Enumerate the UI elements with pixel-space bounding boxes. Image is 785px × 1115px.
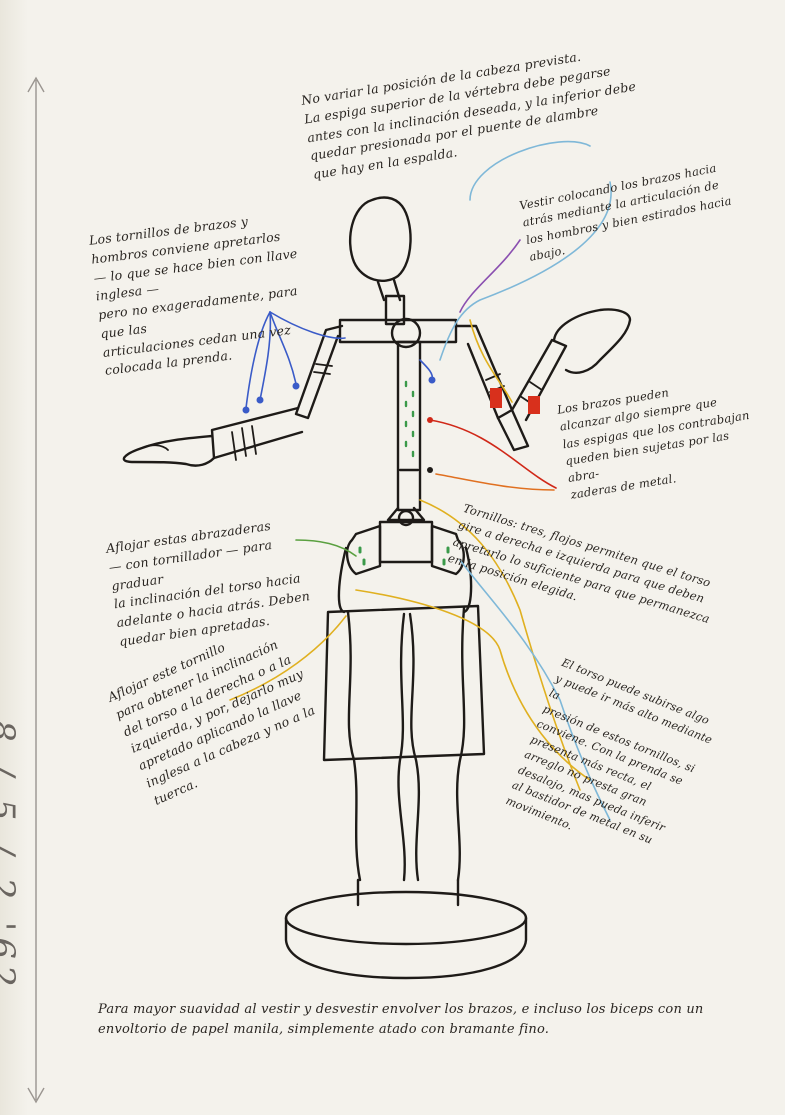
margin-arrow — [28, 78, 44, 1102]
right-arm — [456, 326, 512, 418]
spine — [398, 342, 420, 510]
head — [350, 198, 410, 281]
note-arm-screws: Los tornillos de brazos y hombros convie… — [88, 206, 320, 381]
margin-date: 8 / 5 / 2 '62 — [0, 720, 22, 992]
note-footer: Para mayor suavidad al vestir y desvesti… — [98, 1000, 748, 1039]
legs — [339, 548, 346, 612]
left-hand — [124, 436, 214, 466]
right-hand — [554, 309, 630, 372]
